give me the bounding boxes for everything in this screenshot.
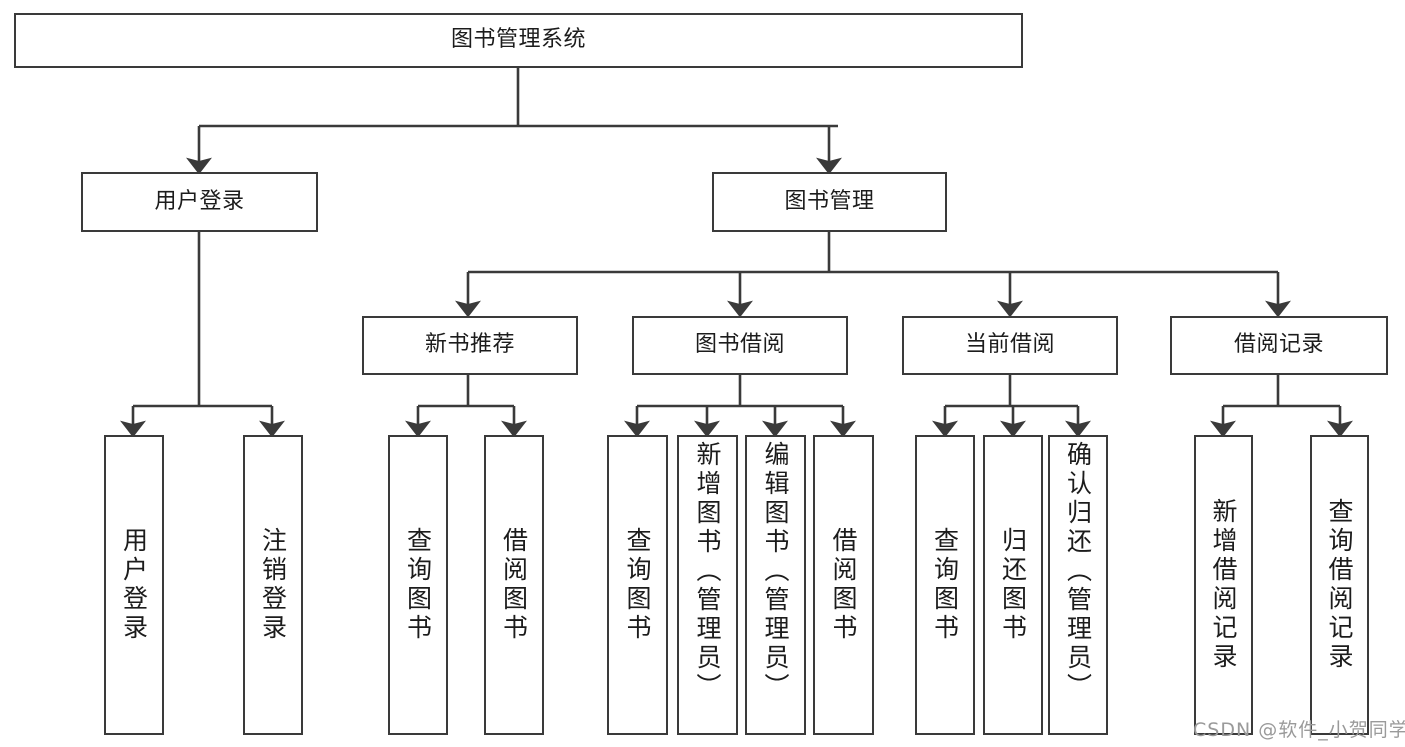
- leaf-query-borrow-record[interactable]: 查询借阅记录: [1310, 435, 1369, 735]
- leaf-borrow-book[interactable]: 借阅图书: [813, 435, 874, 735]
- node-borrow-record-label: 借阅记录: [1233, 332, 1324, 358]
- leaf-confirm-return-admin[interactable]: 确认归还（管理员）: [1048, 435, 1108, 735]
- node-new-book-recommend-label: 新书推荐: [424, 332, 515, 358]
- leaf-query-book-recommend[interactable]: 查询图书: [388, 435, 448, 735]
- node-root[interactable]: 图书管理系统: [14, 13, 1023, 68]
- node-current-borrow[interactable]: 当前借阅: [902, 316, 1118, 375]
- node-current-borrow-label: 当前借阅: [964, 332, 1055, 358]
- leaf-query-book-current-label: 查询图书: [930, 527, 960, 643]
- leaf-edit-book-admin-label: 编辑图书（管理员）: [761, 441, 790, 702]
- csdn-watermark: CSDN @软件_小贺同学: [1193, 719, 1405, 741]
- node-book-borrow-label: 图书借阅: [694, 332, 785, 358]
- node-user-login-label: 用户登录: [154, 188, 245, 214]
- leaf-query-book-current[interactable]: 查询图书: [915, 435, 975, 735]
- leaf-query-book-recommend-label: 查询图书: [403, 527, 433, 643]
- leaf-add-book-admin[interactable]: 新增图书（管理员）: [677, 435, 738, 735]
- leaf-borrow-book-label: 借阅图书: [829, 527, 858, 643]
- node-user-login[interactable]: 用户登录: [81, 172, 318, 232]
- leaf-edit-book-admin[interactable]: 编辑图书（管理员）: [745, 435, 806, 735]
- node-book-borrow[interactable]: 图书借阅: [632, 316, 848, 375]
- node-new-book-recommend[interactable]: 新书推荐: [362, 316, 578, 375]
- leaf-borrow-book-recommend-label: 借阅图书: [499, 527, 529, 643]
- leaf-logout-label: 注销登录: [258, 527, 288, 643]
- leaf-add-book-admin-label: 新增图书（管理员）: [693, 441, 722, 702]
- leaf-query-book-borrow[interactable]: 查询图书: [607, 435, 668, 735]
- leaf-user-login-label: 用户登录: [119, 527, 149, 643]
- leaf-logout[interactable]: 注销登录: [243, 435, 303, 735]
- leaf-add-borrow-record-label: 新增借阅记录: [1209, 498, 1238, 672]
- leaf-query-borrow-record-label: 查询借阅记录: [1325, 498, 1354, 672]
- leaf-return-book-label: 归还图书: [998, 527, 1028, 643]
- leaf-confirm-return-admin-label: 确认归还（管理员）: [1063, 441, 1093, 702]
- node-borrow-record[interactable]: 借阅记录: [1170, 316, 1388, 375]
- leaf-borrow-book-recommend[interactable]: 借阅图书: [484, 435, 544, 735]
- node-book-management-label: 图书管理: [784, 188, 875, 214]
- leaf-add-borrow-record[interactable]: 新增借阅记录: [1194, 435, 1253, 735]
- leaf-return-book[interactable]: 归还图书: [983, 435, 1043, 735]
- node-root-label: 图书管理系统: [450, 27, 586, 53]
- leaf-user-login[interactable]: 用户登录: [104, 435, 164, 735]
- leaf-query-book-borrow-label: 查询图书: [623, 527, 652, 643]
- node-book-management[interactable]: 图书管理: [712, 172, 947, 232]
